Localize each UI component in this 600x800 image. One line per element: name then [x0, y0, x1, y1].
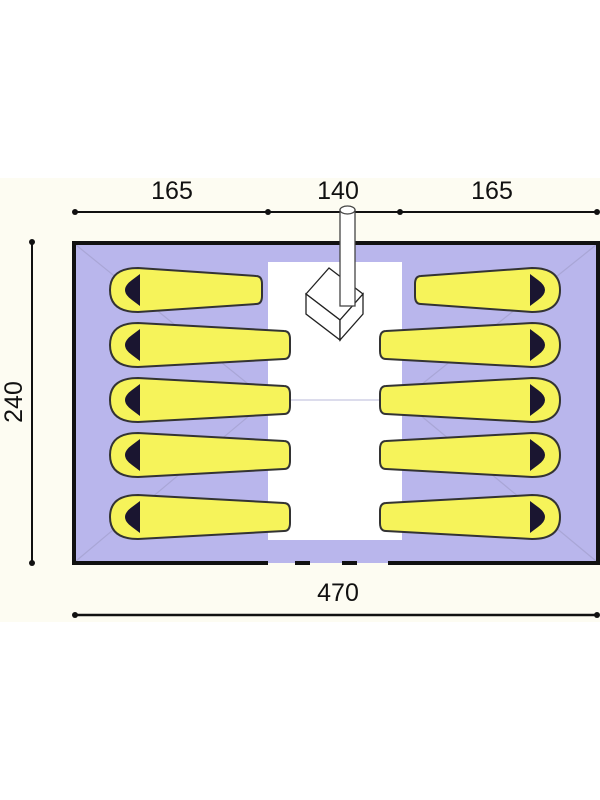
- dimension-height: 240: [0, 381, 28, 423]
- height-dimension-line: [29, 239, 35, 566]
- head-icon: [530, 329, 545, 361]
- head-icon: [530, 439, 545, 471]
- head-icon: [125, 329, 140, 361]
- head-icon: [125, 384, 140, 416]
- stove-pipe: [339, 205, 356, 307]
- sleeping-bag-right-4: [379, 431, 562, 479]
- head-icon: [125, 274, 140, 306]
- sleeping-bag-left-2: [108, 321, 291, 369]
- sleeping-bag-right-2: [379, 321, 562, 369]
- top-dimension-line: [72, 209, 600, 215]
- sleeping-bag-left-4: [108, 431, 291, 479]
- head-icon: [125, 439, 140, 471]
- tent-wall: [72, 241, 600, 565]
- width-dimension-line: [72, 612, 600, 618]
- dimension-top-center: 140: [317, 177, 359, 205]
- head-icon: [530, 274, 545, 306]
- sleeping-bag-left-1: [108, 266, 263, 314]
- sleeping-bag-right-5: [379, 493, 562, 541]
- head-icon: [125, 501, 140, 533]
- sleeping-bags: [108, 266, 562, 541]
- sleeping-bag-left-5: [108, 493, 291, 541]
- stove-icon: [305, 267, 364, 342]
- sleeping-bag-right-1: [414, 266, 562, 314]
- dimension-top-left: 165: [151, 177, 193, 205]
- head-icon: [530, 501, 545, 533]
- roof-ridge-lines: [75, 244, 597, 562]
- dimension-top-right: 165: [471, 177, 513, 205]
- dimension-width: 470: [317, 579, 359, 607]
- head-icon: [530, 384, 545, 416]
- sleeping-bag-right-3: [379, 376, 562, 424]
- sleeping-bag-left-3: [108, 376, 291, 424]
